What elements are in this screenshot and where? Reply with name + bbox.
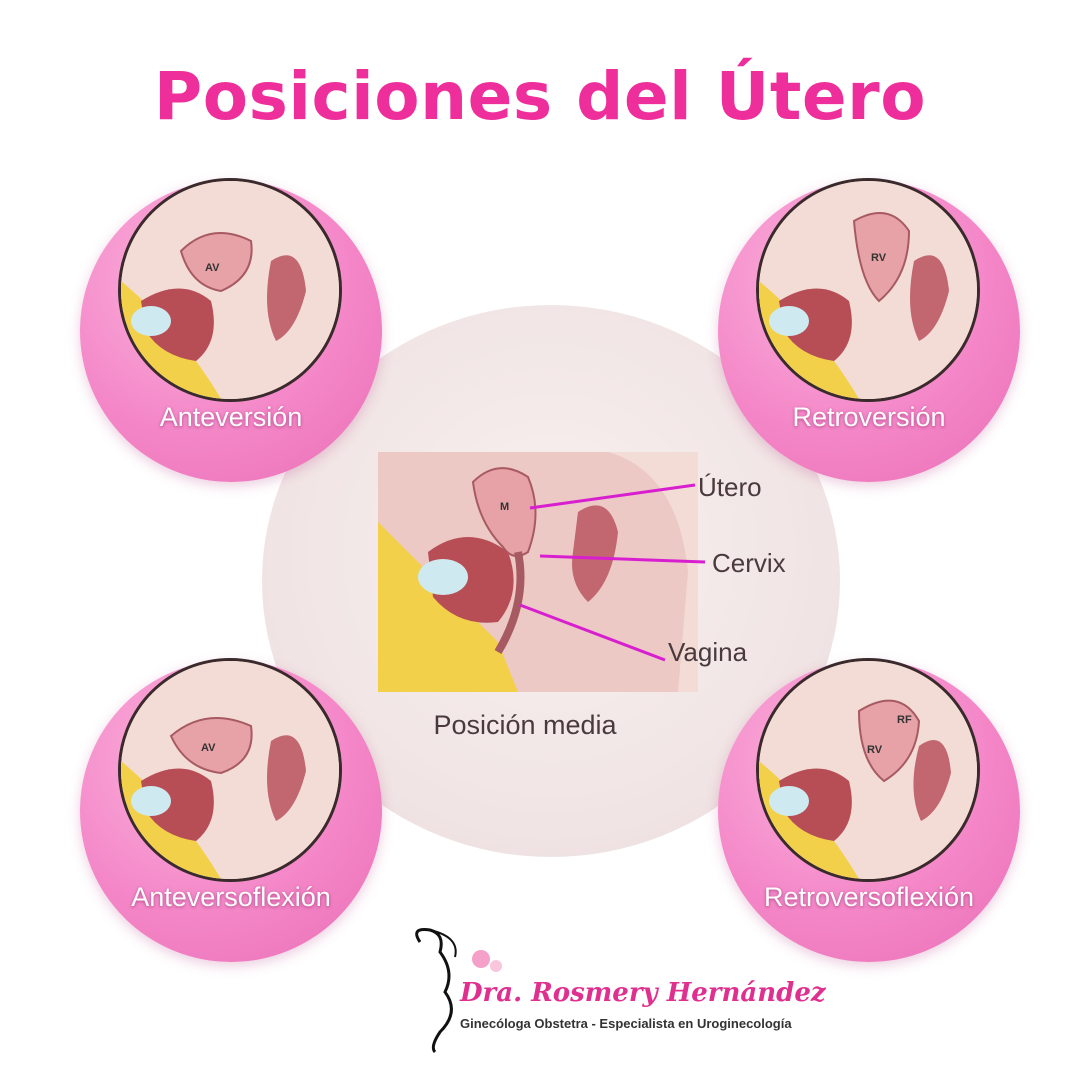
logo-figure [415, 928, 457, 1054]
corner-mark: RV [871, 252, 887, 264]
corner-anteversoflexion: AV Anteversoflexión [80, 658, 382, 962]
corner-mark: RV [867, 744, 883, 756]
logo-name: Dra. Rosmery Hernández [460, 978, 826, 1008]
anteversoflexion-illustration: AV [118, 658, 342, 882]
label-cervix: Cervix [712, 548, 786, 578]
corner-retroversion: RV Retroversión [718, 178, 1020, 482]
logo-subtitle: Ginecóloga Obstetra - Especialista en Ur… [460, 1016, 792, 1031]
anteversion-illustration: AV [118, 178, 342, 402]
retroversoflexion-illustration: RF RV [756, 658, 980, 882]
corner-label: Retroversión [792, 402, 946, 432]
logo-dot [472, 950, 490, 968]
corner-mark: AV [201, 742, 216, 754]
label-utero: Útero [698, 472, 762, 502]
label-vagina: Vagina [668, 637, 748, 667]
corner-retroversoflexion: RF RV Retroversoflexión [718, 658, 1020, 962]
corner-mark: RF [897, 714, 912, 726]
retroversion-illustration: RV [756, 178, 980, 402]
center-mark: M [500, 501, 509, 513]
center-caption: Posición media [433, 710, 617, 740]
page-title: Posiciones del Útero [153, 58, 927, 135]
logo-dot [490, 960, 502, 972]
corner-mark: AV [205, 262, 220, 274]
corner-label: Anteversoflexión [131, 882, 331, 912]
corner-label: Anteversión [159, 402, 303, 432]
center-anatomy-illustration: M [378, 452, 698, 692]
corner-label: Retroversoflexión [763, 882, 975, 912]
corner-anteversion: AV Anteversión [80, 178, 382, 482]
